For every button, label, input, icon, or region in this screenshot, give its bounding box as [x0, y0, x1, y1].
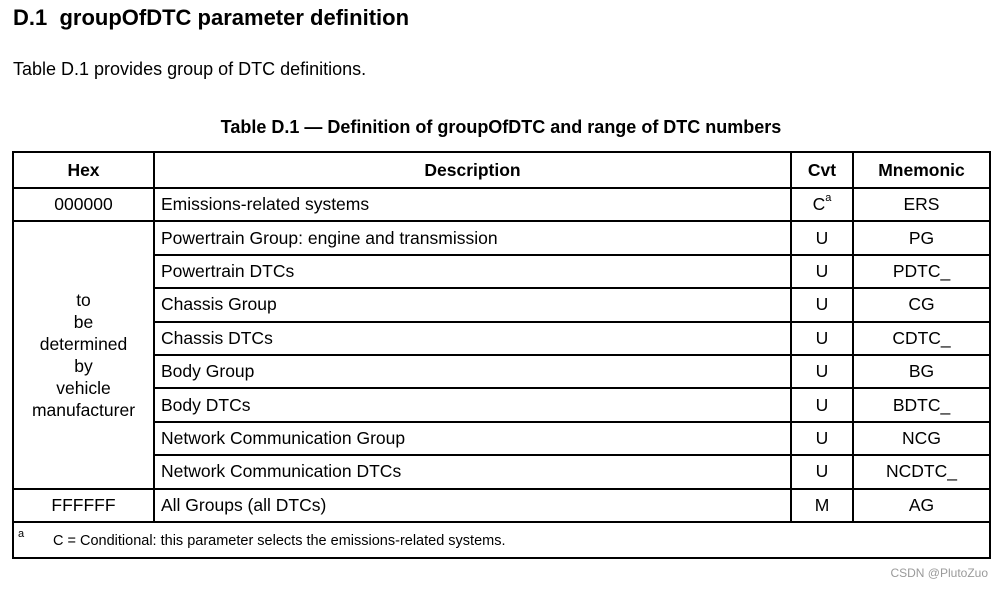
intro-paragraph: Table D.1 provides group of DTC definiti… — [13, 59, 367, 79]
table-row: Chassis DTCs U CDTC_ — [13, 320, 991, 356]
table-row: 000000 Emissions-related systems Ca ERS — [12, 186, 991, 223]
hex-cell: FFFFFF — [12, 487, 155, 523]
tbd-text-line: manufacturer — [31, 399, 136, 420]
table-row: Body DTCs U BDTC_ — [13, 387, 991, 423]
mnemonic-cell: CDTC_ — [852, 320, 991, 356]
description-cell: Body DTCs — [153, 387, 792, 423]
description-cell: Network Communication DTCs — [153, 454, 792, 490]
cvt-value: C — [812, 194, 826, 215]
cvt-cell: U — [790, 387, 854, 423]
dtc-group-table: Hex Description Cvt Mnemonic 000000 Emis… — [12, 151, 991, 559]
tbd-text-line: be — [73, 311, 94, 332]
tbd-text-line: by — [74, 355, 93, 376]
footnote-mark: a — [18, 527, 25, 540]
header-hex: Hex — [12, 151, 155, 189]
table-row: Network Communication DTCs U NCDTC_ — [13, 454, 991, 490]
description-cell: Body Group — [153, 353, 792, 390]
footnote-row: a C = Conditional: this parameter select… — [12, 520, 991, 559]
mnemonic-cell: CG — [852, 287, 991, 323]
description-cell: Powertrain DTCs — [153, 253, 792, 290]
footnote-text: C = Conditional: this parameter selects … — [53, 532, 506, 549]
mnemonic-cell: NCDTC_ — [852, 454, 991, 490]
header-cvt: Cvt — [790, 151, 854, 189]
mnemonic-cell: ERS — [852, 186, 991, 223]
table-row: Chassis Group U CG — [13, 287, 991, 323]
tbd-text-line: determined — [39, 333, 128, 354]
footnote-reference: a — [825, 192, 832, 205]
cvt-cell: U — [790, 320, 854, 356]
tbd-text-line: to — [76, 289, 91, 310]
cvt-cell: U — [790, 220, 854, 256]
table-row: Network Communication Group U NCG — [13, 420, 991, 457]
table-row: FFFFFF All Groups (all DTCs) M AG — [12, 487, 991, 523]
table-header-row: Hex Description Cvt Mnemonic — [12, 151, 991, 189]
mnemonic-cell: AG — [852, 487, 991, 523]
cvt-cell: Ca — [790, 186, 854, 223]
hex-tbd-cell: to be determined by vehicle manufacturer — [12, 220, 155, 490]
mnemonic-cell: PDTC_ — [852, 253, 991, 290]
cvt-cell: U — [790, 253, 854, 290]
cvt-cell: U — [790, 353, 854, 390]
header-mnemonic: Mnemonic — [852, 151, 991, 189]
table-row: Powertrain DTCs U PDTC_ — [13, 253, 991, 290]
watermark: CSDN @PlutoZuo — [890, 566, 988, 580]
description-cell: All Groups (all DTCs) — [153, 487, 792, 523]
header-description: Description — [153, 151, 792, 189]
cvt-cell: U — [790, 287, 854, 323]
description-cell: Emissions-related systems — [153, 186, 792, 223]
footnote-cell: a C = Conditional: this parameter select… — [12, 520, 991, 559]
mnemonic-cell: PG — [852, 220, 991, 256]
cvt-cell: M — [790, 487, 854, 523]
cvt-cell: U — [790, 420, 854, 457]
description-cell: Chassis Group — [153, 287, 792, 323]
table-row: to be determined by vehicle manufacturer… — [12, 220, 991, 490]
table-row: Body Group U BG — [13, 353, 991, 390]
mnemonic-cell: BG — [852, 353, 991, 390]
description-cell: Network Communication Group — [153, 420, 792, 457]
section-heading: D.1 groupOfDTC parameter definition — [13, 5, 410, 30]
description-cell: Chassis DTCs — [153, 320, 792, 356]
mnemonic-cell: NCG — [852, 420, 991, 457]
tbd-text-line: vehicle — [56, 377, 111, 398]
cvt-cell: U — [790, 454, 854, 490]
table-caption: Table D.1 — Definition of groupOfDTC and… — [220, 117, 782, 137]
hex-cell: 000000 — [12, 186, 155, 223]
description-cell: Powertrain Group: engine and transmissio… — [153, 220, 792, 256]
mnemonic-cell: BDTC_ — [852, 387, 991, 423]
